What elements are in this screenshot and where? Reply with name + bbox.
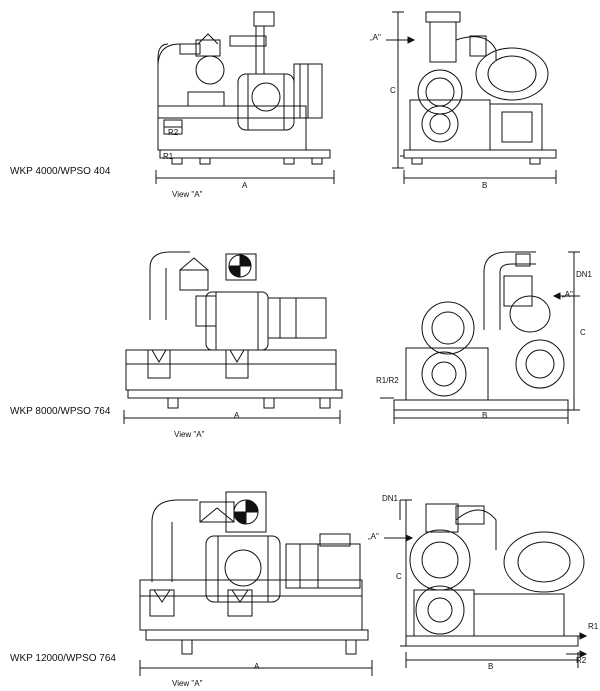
fig1-dim-c: C <box>390 86 396 95</box>
fig2-conn-r1r2: R1/R2 <box>376 376 399 385</box>
fig1-side-view <box>156 12 334 184</box>
fig2-dim-b: B <box>482 411 488 420</box>
fig3-end-view <box>384 500 586 668</box>
fig3-view-label: View "A" <box>172 679 203 688</box>
fig1-model-name: WKP 4000/WPSO 404 <box>10 166 111 177</box>
fig2-end-view <box>380 252 580 424</box>
fig1-arrow-a: „A" <box>370 33 381 42</box>
fig3-dim-c: C <box>396 572 402 581</box>
fig2-nozzle-dn1: DN1 <box>576 270 593 279</box>
fig2-dim-c: C <box>580 328 586 337</box>
fig2-view-label: View "A" <box>174 430 205 439</box>
fig3-dim-a: A <box>254 662 260 671</box>
fig2-dim-a: A <box>234 411 240 420</box>
fig2-model-name: WKP 8000/WPSO 764 <box>10 406 111 417</box>
fig3-side-view <box>140 492 372 676</box>
fig1-dim-b: B <box>482 181 488 190</box>
fig3-nozzle-dn1: DN1 <box>382 494 399 503</box>
fig1-conn-r1: R1 <box>163 152 174 161</box>
fig1-end-view <box>386 12 556 184</box>
fig1-dim-a: A <box>242 181 248 190</box>
fig3-conn-r1: R1 <box>588 622 599 631</box>
fig1-view-label: View "A" <box>172 190 203 199</box>
fig3-model-name: WKP 12000/WPSO 764 <box>10 653 116 664</box>
fig3-arrow-a: „A" <box>368 532 379 541</box>
fig2-arrow-a: „A" <box>562 290 573 299</box>
fig1-conn-r2: R2 <box>168 128 179 137</box>
fig2-side-view <box>124 252 342 424</box>
fig3-conn-r2: R2 <box>576 656 587 665</box>
fig3-dim-b: B <box>488 662 494 671</box>
